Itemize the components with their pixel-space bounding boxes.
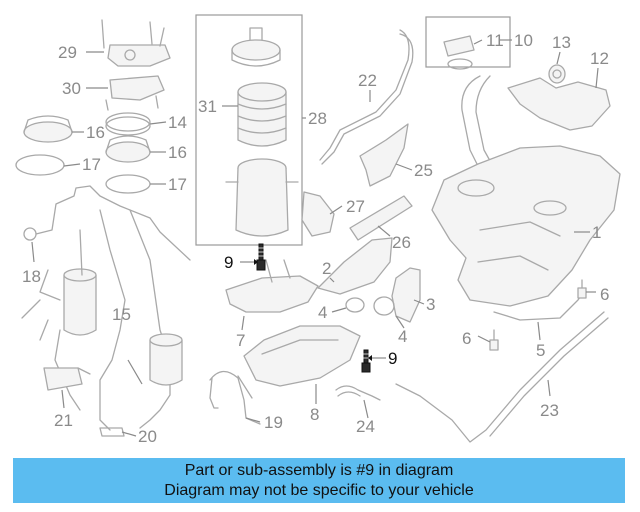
callout-6b: 6 (462, 329, 471, 348)
harness-part-19 (209, 370, 261, 425)
callout-13: 13 (552, 33, 571, 52)
callout-4a: 4 (318, 303, 327, 322)
bolt-part-9-upper (256, 243, 266, 271)
callout-31: 31 (198, 97, 217, 116)
lock-ring-part-16b (105, 135, 151, 163)
callout-2: 2 (322, 259, 331, 278)
pump-part-right (149, 333, 183, 386)
filter-housing-part (225, 158, 299, 237)
callout-20: 20 (138, 427, 157, 446)
callout-10: 10 (514, 31, 533, 50)
clip-part-20 (99, 427, 125, 437)
callout-15: 15 (112, 305, 131, 324)
callout-1: 1 (592, 223, 601, 242)
callout-29: 29 (58, 43, 77, 62)
filter-cap-part (231, 27, 281, 67)
callout-9-lower: 9 (388, 349, 397, 368)
pipe-part-22 (319, 29, 414, 165)
cap-group-frame (425, 16, 511, 68)
parts-diagram: 1 2 3 4 4 5 6 6 7 8 9 9 10 11 12 13 14 1… (15, 14, 621, 446)
fuel-tank-part-1 (431, 145, 621, 307)
bolt-part-9-lower (361, 349, 371, 373)
banner-line-part-number: Part or sub-assembly is #9 in diagram (184, 462, 454, 479)
pump-assembly-part-15 (39, 209, 171, 431)
callout-16a: 16 (86, 123, 105, 142)
callout-3: 3 (426, 295, 435, 314)
fuel-cap-part-11 (443, 35, 475, 70)
lock-ring-part-16a (23, 115, 73, 143)
gasket-part-17b (105, 174, 151, 194)
leader-lines (31, 39, 599, 437)
callout-23: 23 (540, 401, 559, 420)
heat-shield-part-12 (507, 77, 611, 131)
callout-6a: 6 (600, 285, 609, 304)
callout-22: 22 (358, 71, 377, 90)
filler-pipe-part (461, 75, 495, 171)
callout-19: 19 (264, 413, 283, 432)
shield-part-3 (391, 267, 421, 323)
callout-11: 11 (486, 31, 504, 50)
callout-18: 18 (22, 267, 41, 286)
washer-part-4a (345, 297, 365, 313)
gasket-part-17a (15, 154, 65, 176)
callout-24: 24 (356, 417, 375, 436)
callout-30: 30 (62, 79, 81, 98)
bolt-part-6b (489, 329, 499, 351)
bolt-part-6a (577, 279, 587, 299)
bracket-part-29 (101, 19, 171, 67)
callout-7: 7 (236, 331, 245, 350)
callout-14: 14 (168, 113, 187, 132)
strap-part-23 (395, 311, 609, 443)
banner-line-disclaimer: Diagram may not be specific to your vehi… (164, 482, 474, 499)
info-banner: Part or sub-assembly is #9 in diagram Di… (13, 458, 625, 503)
bracket-part-30 (105, 75, 165, 111)
shield-part-25 (359, 123, 409, 187)
harness-part-18 (21, 185, 191, 319)
bracket-part-27 (301, 191, 335, 237)
hose-part-24 (335, 385, 381, 401)
callout-9-upper: 9 (224, 253, 233, 272)
seal-ring-part-14 (105, 112, 151, 136)
callout-17b: 17 (168, 175, 187, 194)
sensor-part-21 (43, 367, 91, 391)
pump-carrier-part-7 (225, 259, 319, 313)
callout-16b: 16 (168, 143, 187, 162)
seal-part-13 (548, 64, 566, 84)
callout-21: 21 (54, 411, 73, 430)
callout-5: 5 (536, 341, 545, 360)
bracket-part-26 (349, 195, 413, 241)
callout-25: 25 (414, 161, 433, 180)
filter-group-frame (195, 14, 303, 246)
callout-17a: 17 (82, 155, 101, 174)
callout-8: 8 (310, 405, 319, 424)
callout-4b: 4 (398, 327, 407, 346)
shield-part-8 (243, 325, 361, 387)
callout-28: 28 (308, 109, 327, 128)
callout-26: 26 (392, 233, 411, 252)
ring-part-4b (373, 296, 395, 316)
callout-12: 12 (590, 49, 609, 68)
callout-27: 27 (346, 197, 365, 216)
shield-part-2 (317, 237, 393, 295)
fuel-filter-part (237, 82, 287, 147)
